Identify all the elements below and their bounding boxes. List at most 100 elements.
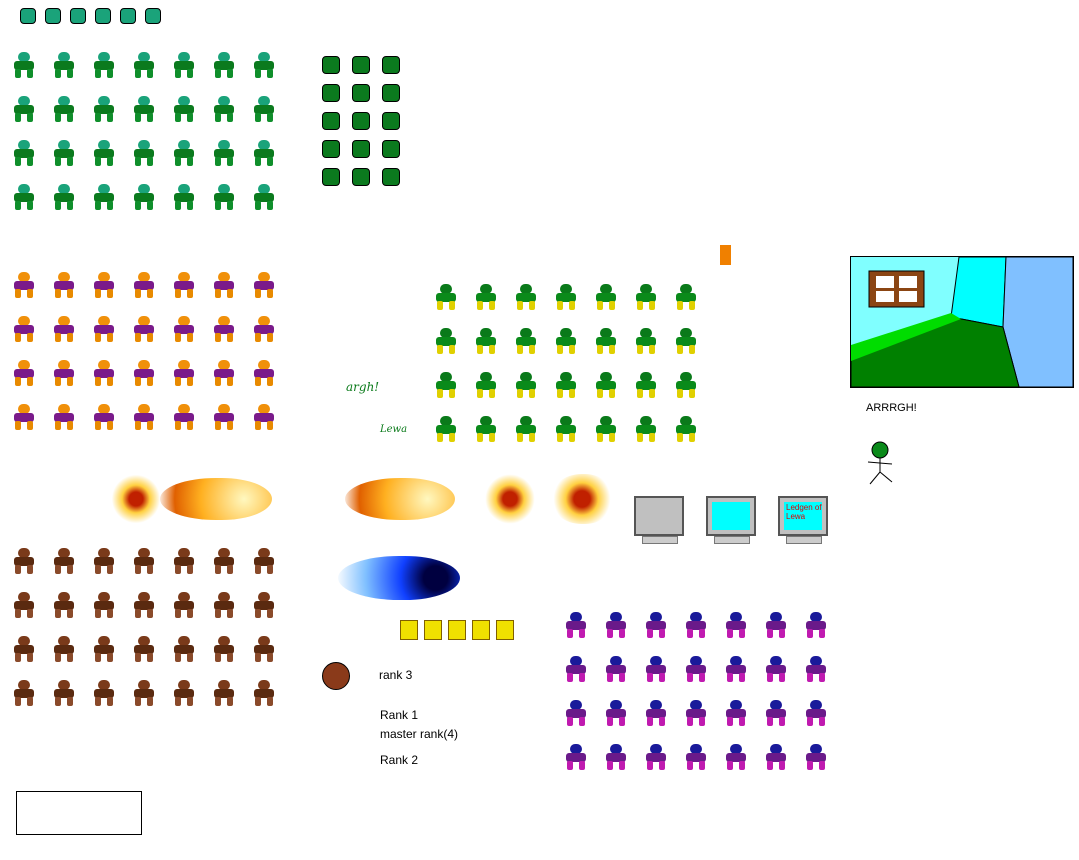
mask-sprite	[70, 8, 86, 24]
sprite-frame	[684, 656, 708, 682]
sprite-frame	[554, 328, 578, 354]
sprite-frame	[514, 416, 538, 442]
sprite-frame	[764, 744, 788, 770]
sprite-frame	[564, 744, 588, 770]
lewa-scribble: Lewa	[380, 424, 408, 435]
sprite-frame	[594, 416, 618, 442]
sprite-frame	[252, 592, 276, 618]
sprite-frame	[252, 184, 276, 210]
fire-ring-1	[112, 474, 160, 524]
sprite-frame	[92, 52, 116, 78]
sprite-frame	[564, 612, 588, 638]
sprite-frame	[634, 416, 658, 442]
gold-block	[424, 620, 442, 640]
rank-1-label: Rank 1	[380, 708, 419, 722]
sprite-frame	[252, 52, 276, 78]
sprite-frame	[52, 96, 76, 122]
rank-2-label: Rank 2	[380, 753, 419, 767]
sprite-frame	[212, 680, 236, 706]
sprite-frame	[12, 272, 36, 298]
sprite-frame	[674, 416, 698, 442]
sprite-frame	[52, 636, 76, 662]
room-scene	[850, 256, 1074, 388]
mask-sprite	[145, 8, 161, 24]
framed-sprite-box	[16, 791, 142, 835]
fire-ring-2	[485, 474, 535, 524]
sprite-frame	[514, 372, 538, 398]
sprite-frame	[804, 612, 828, 638]
sprite-frame	[212, 140, 236, 166]
orange-block	[720, 245, 731, 265]
sprite-frame	[172, 52, 196, 78]
sprite-frame	[12, 184, 36, 210]
stick-figure	[867, 441, 893, 485]
sprite-frame	[212, 52, 236, 78]
sprite-frame	[212, 272, 236, 298]
sprite-frame	[724, 656, 748, 682]
sprite-frame	[724, 744, 748, 770]
sprite-frame	[52, 548, 76, 574]
mask-sprite	[322, 84, 340, 102]
sprite-frame	[684, 700, 708, 726]
sprite-frame	[644, 700, 668, 726]
blue-fireball	[338, 556, 460, 600]
sprite-frame	[252, 360, 276, 386]
sprite-frame	[252, 272, 276, 298]
sprite-frame	[92, 272, 116, 298]
sprite-frame	[132, 548, 156, 574]
sprite-frame	[132, 52, 156, 78]
sprite-frame	[684, 612, 708, 638]
sprite-frame	[634, 328, 658, 354]
sprite-frame	[594, 328, 618, 354]
sprite-frame	[132, 96, 156, 122]
sprite-frame	[764, 656, 788, 682]
sprite-frame	[92, 316, 116, 342]
sprite-frame	[92, 184, 116, 210]
sprite-frame	[634, 372, 658, 398]
sprite-frame	[12, 592, 36, 618]
sprite-frame	[514, 328, 538, 354]
sprite-frame	[434, 328, 458, 354]
sprite-frame	[52, 272, 76, 298]
arrrgh-label: ARRRGH!	[866, 402, 917, 414]
mask-sprite	[20, 8, 36, 24]
sprite-frame	[212, 316, 236, 342]
sprite-frame	[252, 316, 276, 342]
sprite-frame	[172, 272, 196, 298]
sprite-frame	[604, 656, 628, 682]
sprite-frame	[212, 96, 236, 122]
sprite-frame	[634, 284, 658, 310]
sprite-frame	[764, 700, 788, 726]
sprite-frame	[92, 636, 116, 662]
mask-sprite	[352, 112, 370, 130]
sprite-frame	[764, 612, 788, 638]
monitor-title: Ledgen of Lewa	[778, 496, 828, 544]
sprite-frame	[132, 592, 156, 618]
sprite-frame	[172, 636, 196, 662]
mask-sprite	[120, 8, 136, 24]
sprite-frame	[212, 592, 236, 618]
sprite-frame	[52, 140, 76, 166]
mask-sprite	[352, 168, 370, 186]
gold-block	[448, 620, 466, 640]
gold-block	[496, 620, 514, 640]
mask-sprite	[382, 112, 400, 130]
room-scene-drawing	[851, 257, 1073, 387]
mask-sprite	[322, 112, 340, 130]
sprite-frame	[172, 404, 196, 430]
sprite-frame	[604, 700, 628, 726]
fireball-2	[345, 478, 455, 520]
sprite-frame	[434, 284, 458, 310]
mask-sprite	[352, 84, 370, 102]
sprite-frame	[12, 636, 36, 662]
sprite-frame	[644, 656, 668, 682]
mask-sprite	[95, 8, 111, 24]
fire-ring-3	[550, 474, 614, 524]
sprite-frame	[554, 416, 578, 442]
sprite-frame	[12, 52, 36, 78]
sprite-frame	[52, 360, 76, 386]
sprite-frame	[212, 548, 236, 574]
sprite-frame	[434, 416, 458, 442]
sprite-frame	[594, 372, 618, 398]
mask-sprite	[352, 140, 370, 158]
